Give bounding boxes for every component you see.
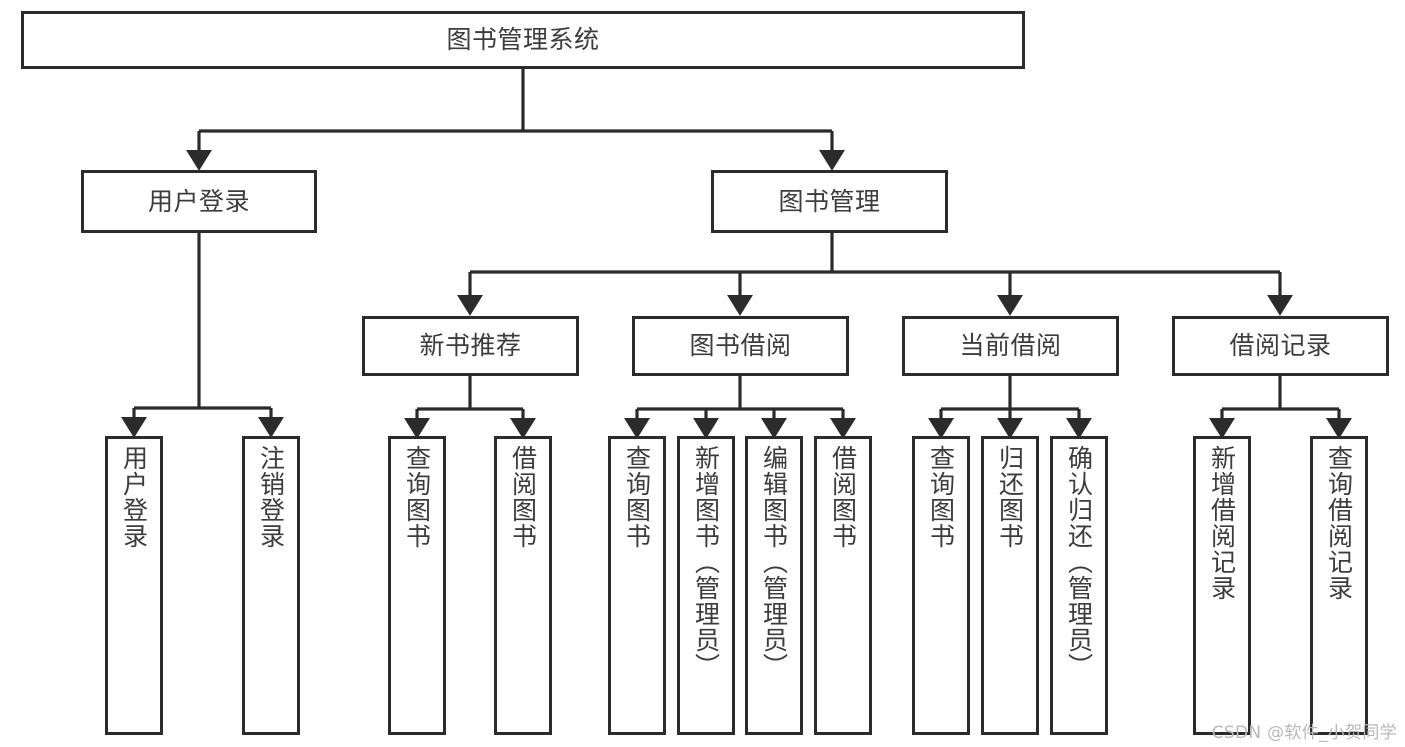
leaf-user-login-login[interactable]: 用户登录 <box>105 436 163 735</box>
leaf-new-book-query-book[interactable]: 查询图书 <box>388 436 446 735</box>
leaf-current-borrow-return-book[interactable]: 归还图书 <box>981 436 1039 735</box>
node-label: 新增借阅记录 <box>1207 445 1237 601</box>
node-label: 查询图书 <box>926 445 956 549</box>
node-book-borrow[interactable]: 图书借阅 <box>632 316 849 376</box>
node-label: 借阅记录 <box>1229 331 1332 360</box>
node-label: 确认归还（管理员） <box>1064 445 1094 679</box>
node-label: 用户登录 <box>147 186 250 216</box>
node-label: 查询借阅记录 <box>1324 445 1354 601</box>
node-user-login[interactable]: 用户登录 <box>81 170 317 233</box>
node-borrow-record[interactable]: 借阅记录 <box>1172 316 1389 376</box>
node-label: 归还图书 <box>995 445 1025 549</box>
node-label: 新书推荐 <box>419 331 522 360</box>
leaf-new-book-borrow-book[interactable]: 借阅图书 <box>494 436 552 735</box>
watermark: CSDN @软件_小贺同学 <box>1211 723 1397 743</box>
leaf-book-borrow-query-book[interactable]: 查询图书 <box>608 436 666 735</box>
leaf-book-borrow-edit-book-admin[interactable]: 编辑图书（管理员） <box>745 436 803 735</box>
node-new-book-recommend[interactable]: 新书推荐 <box>362 316 579 376</box>
node-label: 借阅图书 <box>828 445 858 549</box>
leaf-book-borrow-add-book-admin[interactable]: 新增图书（管理员） <box>677 436 735 735</box>
node-label: 用户登录 <box>119 445 149 549</box>
node-label: 当前借阅 <box>959 331 1062 360</box>
leaf-borrow-record-add-record[interactable]: 新增借阅记录 <box>1193 436 1251 735</box>
node-current-borrow[interactable]: 当前借阅 <box>902 316 1119 376</box>
node-label: 图书借阅 <box>689 331 792 360</box>
leaf-user-login-logout[interactable]: 注销登录 <box>242 436 300 735</box>
node-root-book-management-system[interactable]: 图书管理系统 <box>21 11 1025 69</box>
leaf-current-borrow-query-book[interactable]: 查询图书 <box>912 436 970 735</box>
leaf-borrow-record-query-record[interactable]: 查询借阅记录 <box>1310 436 1368 735</box>
node-label: 新增图书（管理员） <box>691 445 721 679</box>
leaf-current-borrow-confirm-return-admin[interactable]: 确认归还（管理员） <box>1050 436 1108 735</box>
node-label: 编辑图书（管理员） <box>759 445 789 679</box>
node-label: 图书管理系统 <box>446 25 600 54</box>
node-label: 借阅图书 <box>508 445 538 549</box>
leaf-book-borrow-borrow-book[interactable]: 借阅图书 <box>814 436 872 735</box>
node-label: 查询图书 <box>622 445 652 549</box>
node-label: 查询图书 <box>402 445 432 549</box>
node-label: 注销登录 <box>256 445 286 549</box>
node-book-management[interactable]: 图书管理 <box>711 170 948 233</box>
node-label: 图书管理 <box>778 186 881 216</box>
